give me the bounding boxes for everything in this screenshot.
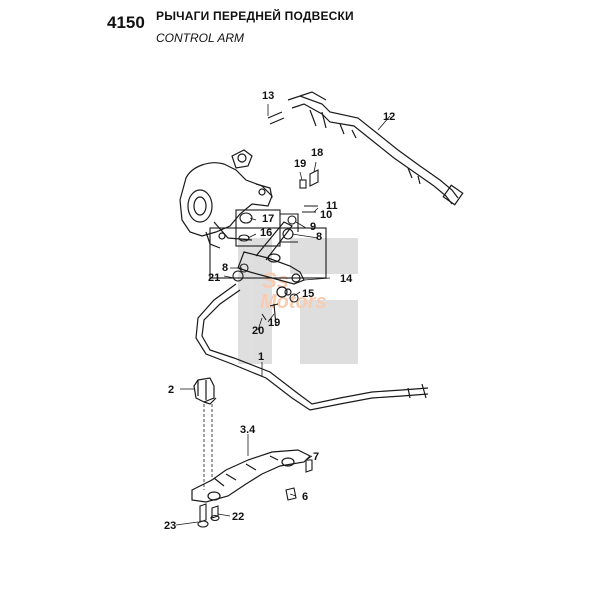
callout-16: 16 [260,227,272,239]
callout-18: 18 [311,147,323,159]
callout-2: 2 [168,384,174,396]
callout-8-upper: 8 [316,231,322,243]
callout-12: 12 [383,111,395,123]
title-russian: РЫЧАГИ ПЕРЕДНЕЙ ПОДВЕСКИ [156,9,354,23]
bolt-20 [261,313,267,321]
fasteners-lower [197,459,313,528]
bolt-11-10 [302,205,318,213]
leader-lines [175,104,391,526]
ball-joint-17 [239,212,253,224]
callout-20: 20 [252,325,264,337]
crossmember-3-4 [191,449,312,503]
bushing-2 [193,377,217,405]
callout-15: 15 [302,288,314,300]
callout-17: 17 [262,213,274,225]
callout-14: 14 [340,273,353,285]
watermark-block-top [290,238,358,274]
callout-3-4: 3.4 [240,424,256,436]
callout-23: 23 [164,520,176,532]
washer-16 [238,234,250,242]
watermark: Ss Motors [238,238,358,364]
bolt-23 [199,503,207,523]
stabilizer-bar-1 [195,283,429,411]
bushing-15 [289,293,299,303]
section-code: 4150 [107,13,145,32]
bushing-21 [232,270,244,282]
nut-9 [287,215,297,225]
control-arm-14 [237,221,305,298]
detail-box-arm [209,227,327,279]
watermark-block-right [300,300,358,364]
callout-11: 11 [326,200,338,212]
callout-6: 6 [302,491,308,503]
callout-19: 19 [294,158,306,170]
nut-6 [285,487,297,501]
callout-8-lower: 8 [222,262,228,274]
bolt-18 [309,169,319,187]
callout-21: 21 [208,272,220,284]
callout-labels: 13 12 19 18 11 10 17 9 16 8 8 21 14 15 1… [164,90,395,532]
title-english: CONTROL ARM [156,31,245,45]
callout-9: 9 [310,221,316,233]
callout-13: 13 [262,90,274,102]
watermark-text-1: Ss [262,268,289,293]
bolt-19-lower [269,303,279,327]
bolt-19 [299,179,307,189]
fasteners-upper [209,169,327,327]
bolt-7 [305,459,313,473]
callout-7: 7 [313,451,319,463]
steering-knuckle [179,149,273,249]
callout-19-lower: 19 [268,317,280,329]
callout-22: 22 [232,511,244,523]
stabilizer-link-12 [267,91,464,206]
callout-1: 1 [258,351,264,363]
callout-10: 10 [320,209,332,221]
guide-lines [203,404,213,490]
